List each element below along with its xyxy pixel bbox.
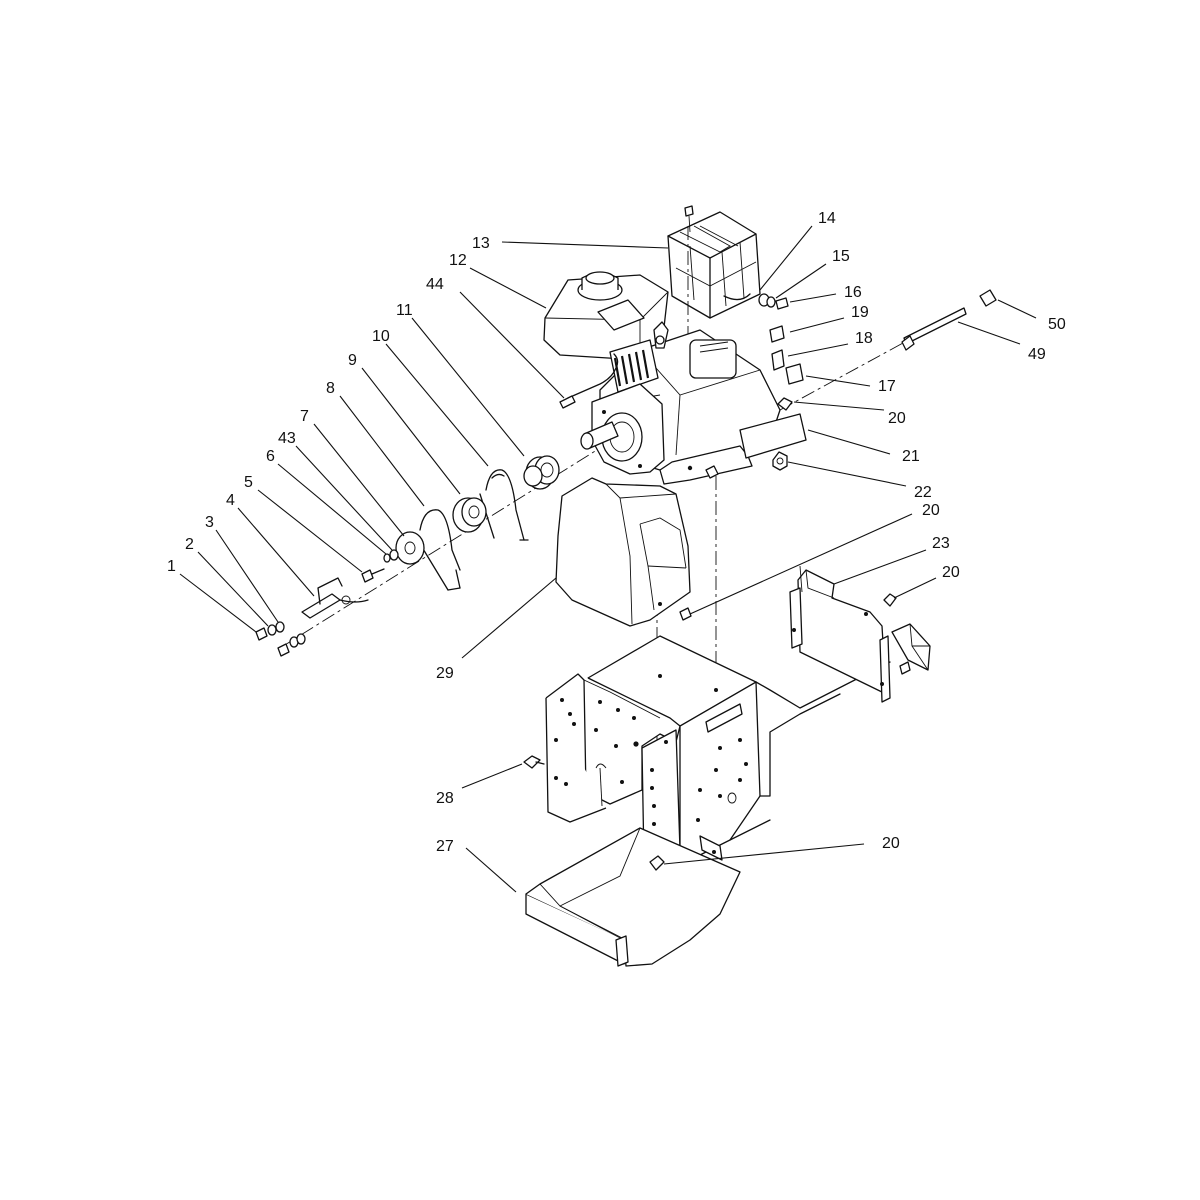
callout-50: 50 [1048, 316, 1066, 333]
engine-base [659, 445, 753, 485]
frame [545, 635, 891, 875]
frame-left-plate [545, 673, 681, 823]
cooling-fins [609, 339, 659, 393]
idler-pulley [452, 497, 487, 533]
belt-cover [555, 477, 692, 627]
rear-bracket [789, 565, 931, 703]
drive-parts [361, 455, 560, 591]
callout-17: 17 [878, 378, 896, 395]
belt-guide-bracket [301, 577, 369, 619]
callout-20-cover: 20 [922, 502, 940, 519]
callout-29: 29 [436, 665, 454, 682]
air-cleaner-guard [667, 205, 761, 319]
callout-6: 6 [266, 448, 275, 465]
callout-11: 11 [396, 302, 413, 319]
callout-22: 22 [914, 484, 932, 501]
callout-44: 44 [426, 276, 444, 293]
crank-housing [591, 383, 665, 475]
callout-4: 4 [226, 492, 235, 509]
auger-pulley [395, 531, 425, 565]
callout-12: 12 [449, 252, 467, 269]
callout-49: 49 [1028, 346, 1046, 363]
bracket-fasteners [255, 621, 306, 657]
pulley-bolt [361, 568, 385, 583]
callout-10: 10 [372, 328, 390, 345]
callout-16: 16 [844, 284, 862, 301]
callout-23: 23 [932, 535, 950, 552]
callout-3: 3 [205, 514, 214, 531]
bottom-tray [525, 827, 741, 967]
frame-screws [523, 755, 665, 871]
callout-14: 14 [818, 210, 836, 227]
callout-2: 2 [185, 536, 194, 553]
callout-1: 1 [167, 558, 176, 575]
callout-7: 7 [300, 408, 309, 425]
engine [543, 271, 781, 485]
callout-28: 28 [436, 790, 454, 807]
engine-hardware [705, 397, 793, 479]
callout-19: 19 [851, 304, 869, 321]
callout-18: 18 [855, 330, 873, 347]
pulley-washers [383, 549, 399, 563]
engine-pulley [523, 455, 560, 490]
decals [739, 325, 807, 459]
callout-27: 27 [436, 838, 454, 855]
throttle-cable [559, 353, 619, 409]
callout-20-bracket: 20 [942, 564, 960, 581]
callout-9: 9 [348, 352, 357, 369]
callout-43: 43 [278, 430, 296, 447]
callout-20-tray: 20 [882, 835, 900, 852]
callout-20-engine: 20 [888, 410, 906, 427]
cage-fasteners [758, 293, 789, 310]
callout-5: 5 [244, 474, 253, 491]
callout-13: 13 [472, 235, 490, 252]
rod-and-cap [901, 289, 997, 351]
callout-21: 21 [902, 448, 920, 465]
callout-15: 15 [832, 248, 850, 265]
callout-8: 8 [326, 380, 335, 397]
callouts: 1 2 3 4 5 6 43 7 8 9 10 11 44 12 13 14 1… [167, 210, 1066, 855]
crankshaft [580, 421, 619, 450]
leader-lines [179, 225, 1037, 893]
drive-belt-upper [479, 469, 529, 541]
